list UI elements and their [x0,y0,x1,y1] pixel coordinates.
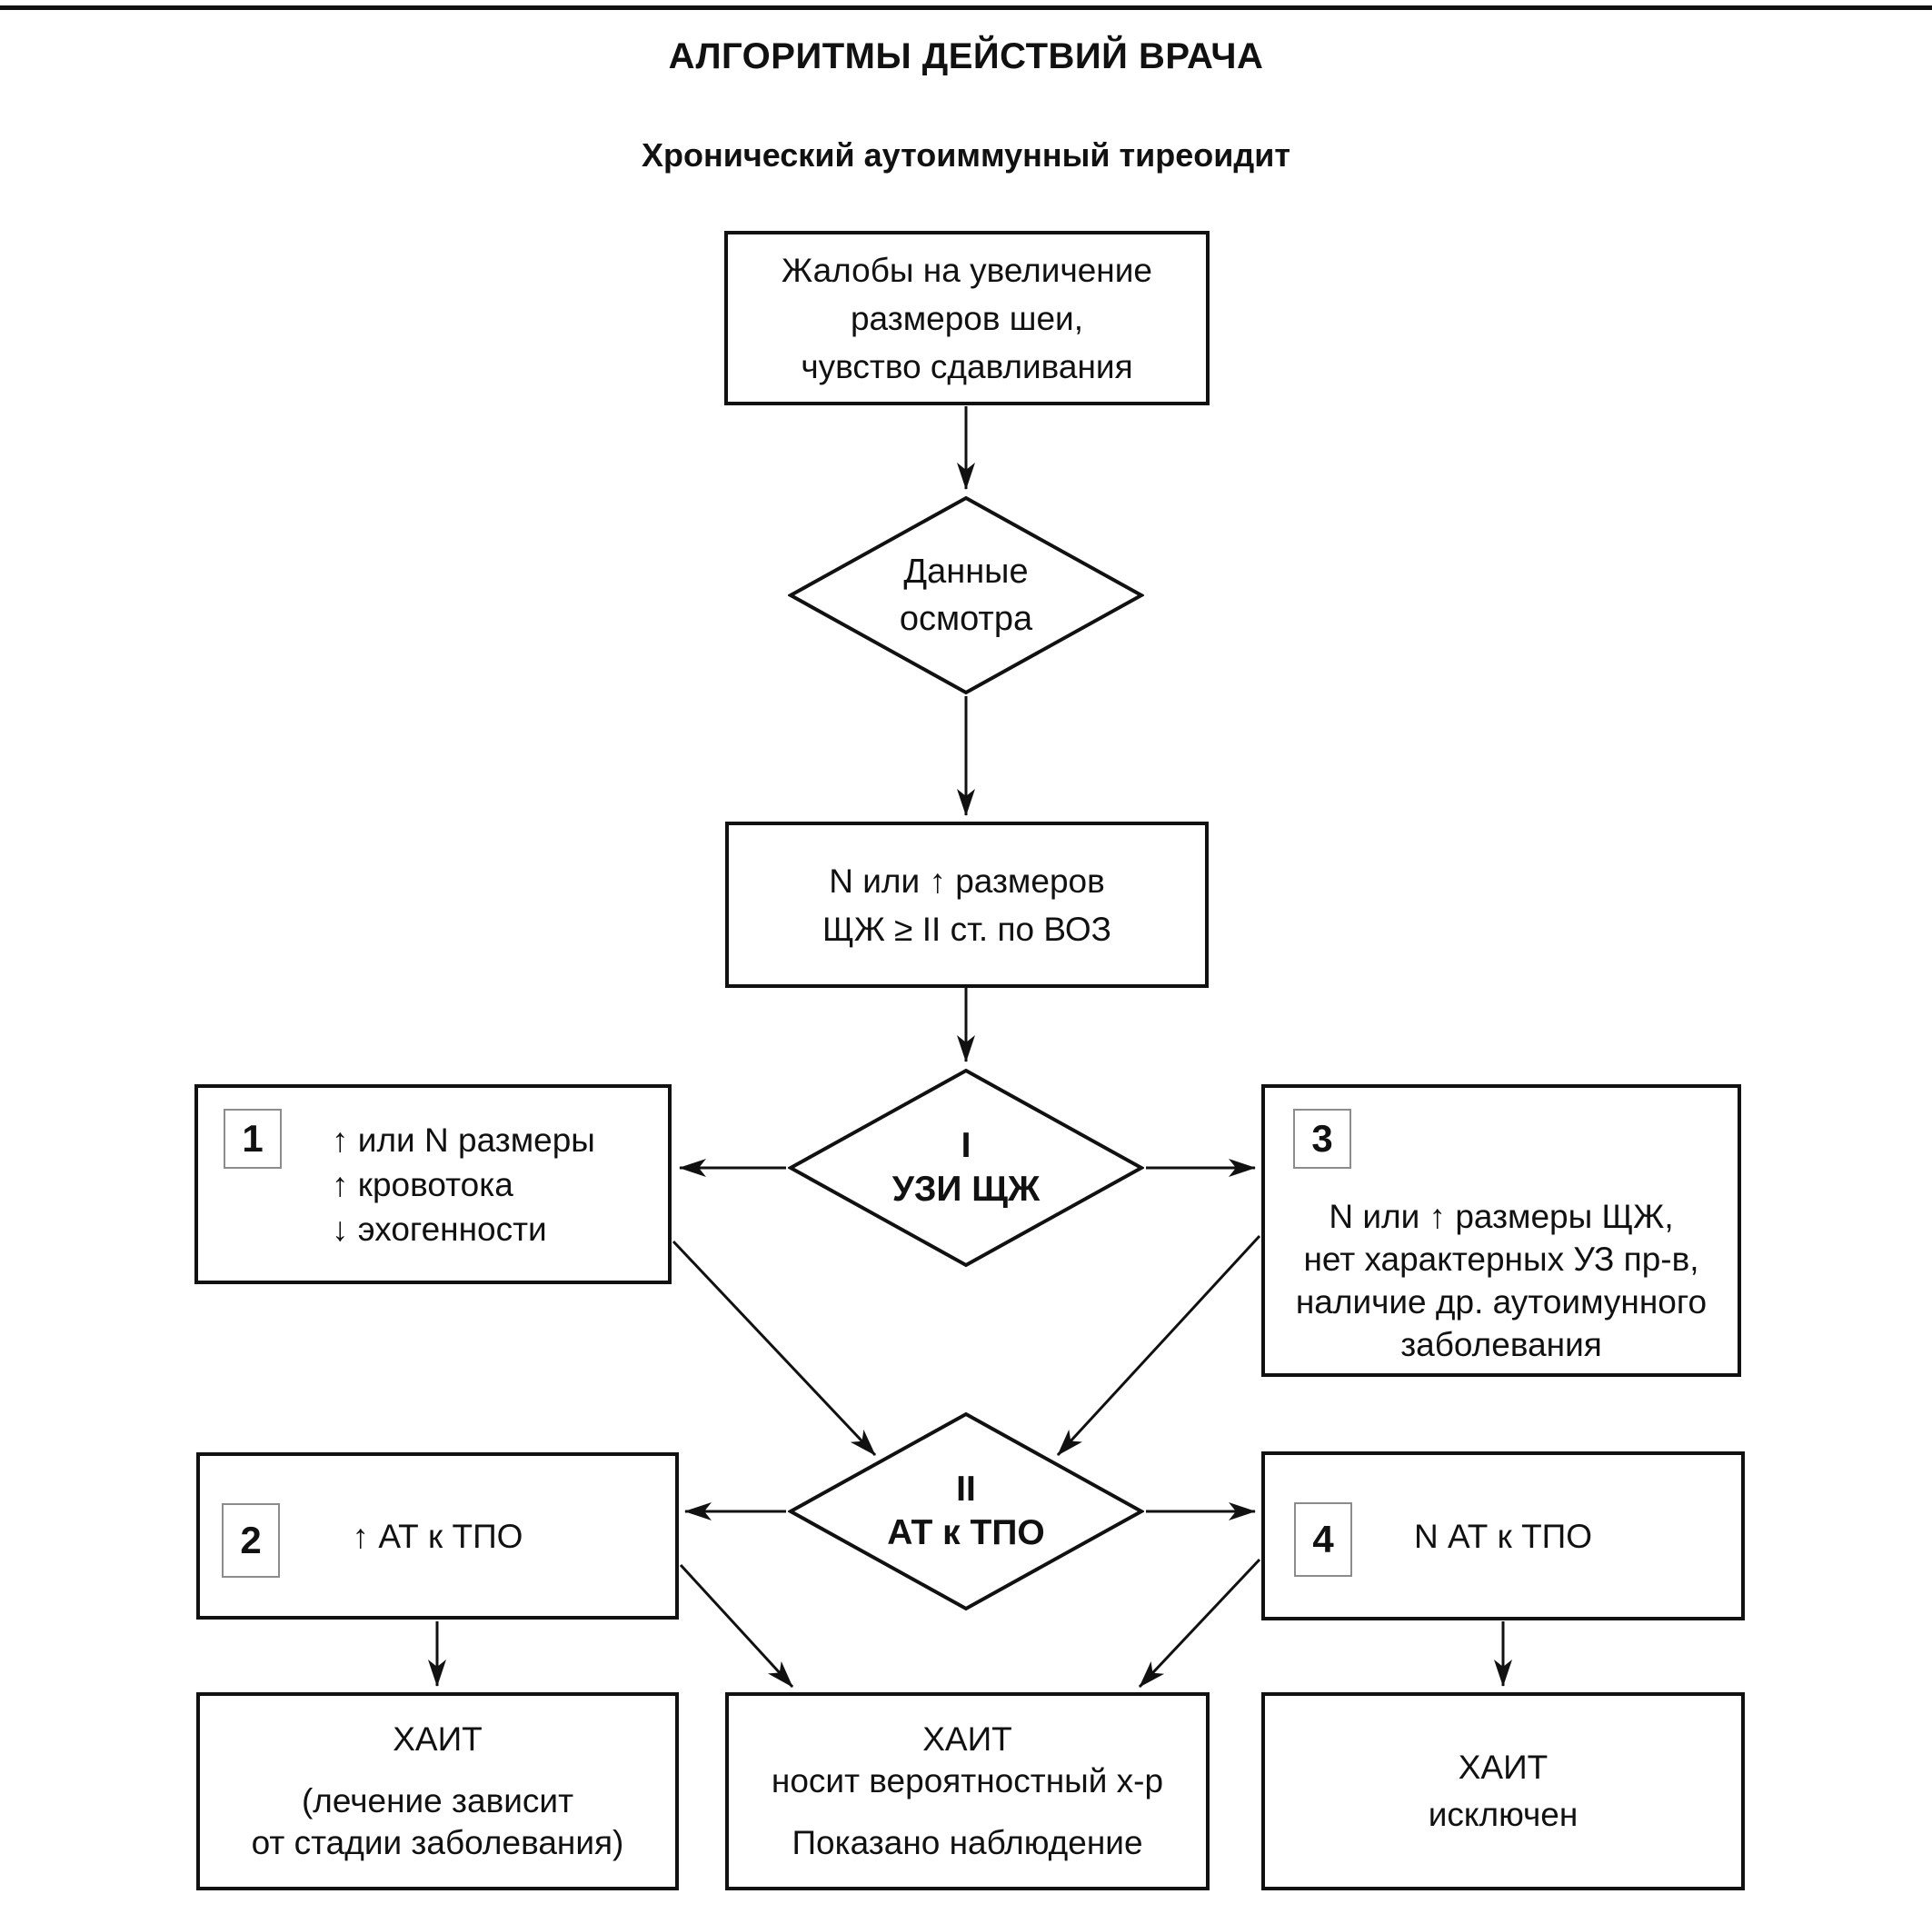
result-3-line1: N или ↑ размеры ЩЖ, [1329,1198,1674,1235]
outcome-observation-line2: носит вероятностный х-р [771,1762,1164,1799]
result-3-line4: заболевания [1400,1326,1602,1363]
result-3-line2: нет характерных УЗ пр-в, [1303,1241,1699,1278]
diamond-shape [788,495,1144,695]
node-outcome-observation: ХАИТ носит вероятностный х-р Показано на… [725,1692,1210,1890]
page-subtitle: Хронический аутоиммунный тиреоидит [641,136,1291,174]
node-complaints-line2: размеров шеи, [850,299,1084,337]
arrow-result4-to-observe [1138,1558,1261,1689]
node-result-2: 2 ↑ АТ к ТПО [196,1452,679,1620]
node-outcome-excluded: ХАИТ исключен [1261,1692,1745,1890]
node-result-4: 4 N АТ к ТПО [1261,1451,1745,1620]
node-result-1: 1 ↑ или N размеры ↑ кровотока ↓ эхогенно… [194,1084,672,1284]
result-2-label: ↑ АТ к ТПО [352,1517,523,1555]
node-size: N или ↑ размеров ЩЖ ≥ II ст. по ВОЗ [725,822,1209,988]
outcome-treatment-line3: от стадии заболевания) [251,1824,624,1861]
outcome-treatment-line2: (лечение зависит [301,1782,574,1819]
exam-diamond-line2: осмотра [899,600,1033,638]
node-antibodies-diamond: II АТ к ТПО [788,1411,1144,1611]
result-3-badge: 3 [1293,1109,1351,1169]
arrow-result2-to-observe [679,1563,794,1689]
result-1-badge: 1 [224,1109,282,1169]
ultrasound-diamond-label: УЗИ ЩЖ [891,1170,1041,1209]
outcome-treatment-line1: ХАИТ [393,1720,483,1758]
top-divider [0,5,1932,10]
node-result-3: 3 N или ↑ размеры ЩЖ, нет характерных УЗ… [1261,1084,1741,1377]
node-complaints: Жалобы на увеличение размеров шеи, чувст… [724,231,1210,405]
node-complaints-line3: чувство сдавливания [801,347,1133,385]
diamond-shape [788,1068,1144,1268]
result-1-line1: ↑ или N размеры [332,1121,595,1159]
node-size-line2: ЩЖ ≥ II ст. по ВОЗ [822,910,1111,948]
result-3-line3: наличие др. аутоимунного [1295,1283,1708,1321]
node-exam-diamond: Данные осмотра [788,495,1144,695]
node-complaints-line1: Жалобы на увеличение [782,251,1152,289]
outcome-observation-line3: Показано наблюдение [792,1824,1143,1861]
ultrasound-diamond-numeral: I [961,1126,971,1165]
result-4-label: N АТ к ТПО [1413,1517,1593,1555]
antibodies-diamond-label: АТ к ТПО [887,1513,1045,1552]
node-ultrasound-diamond: I УЗИ ЩЖ [788,1068,1144,1268]
result-1-line2: ↑ кровотока [332,1165,513,1203]
page-title: АЛГОРИТМЫ ДЕЙСТВИЙ ВРАЧА [668,36,1264,76]
outcome-excluded-line2: исключен [1428,1796,1578,1833]
node-outcome-treatment: ХАИТ (лечение зависит от стадии заболева… [196,1692,679,1890]
result-1-line3: ↓ эхогенности [332,1210,547,1248]
node-size-line1: N или ↑ размеров [829,862,1105,900]
outcome-observation-line1: ХАИТ [922,1720,1012,1758]
outcome-excluded-line1: ХАИТ [1458,1749,1549,1786]
diamond-shape [788,1411,1144,1611]
exam-diamond-line1: Данные [903,553,1029,591]
result-2-badge: 2 [222,1503,280,1578]
antibodies-diamond-numeral: II [956,1470,976,1509]
result-4-badge: 4 [1294,1502,1352,1577]
